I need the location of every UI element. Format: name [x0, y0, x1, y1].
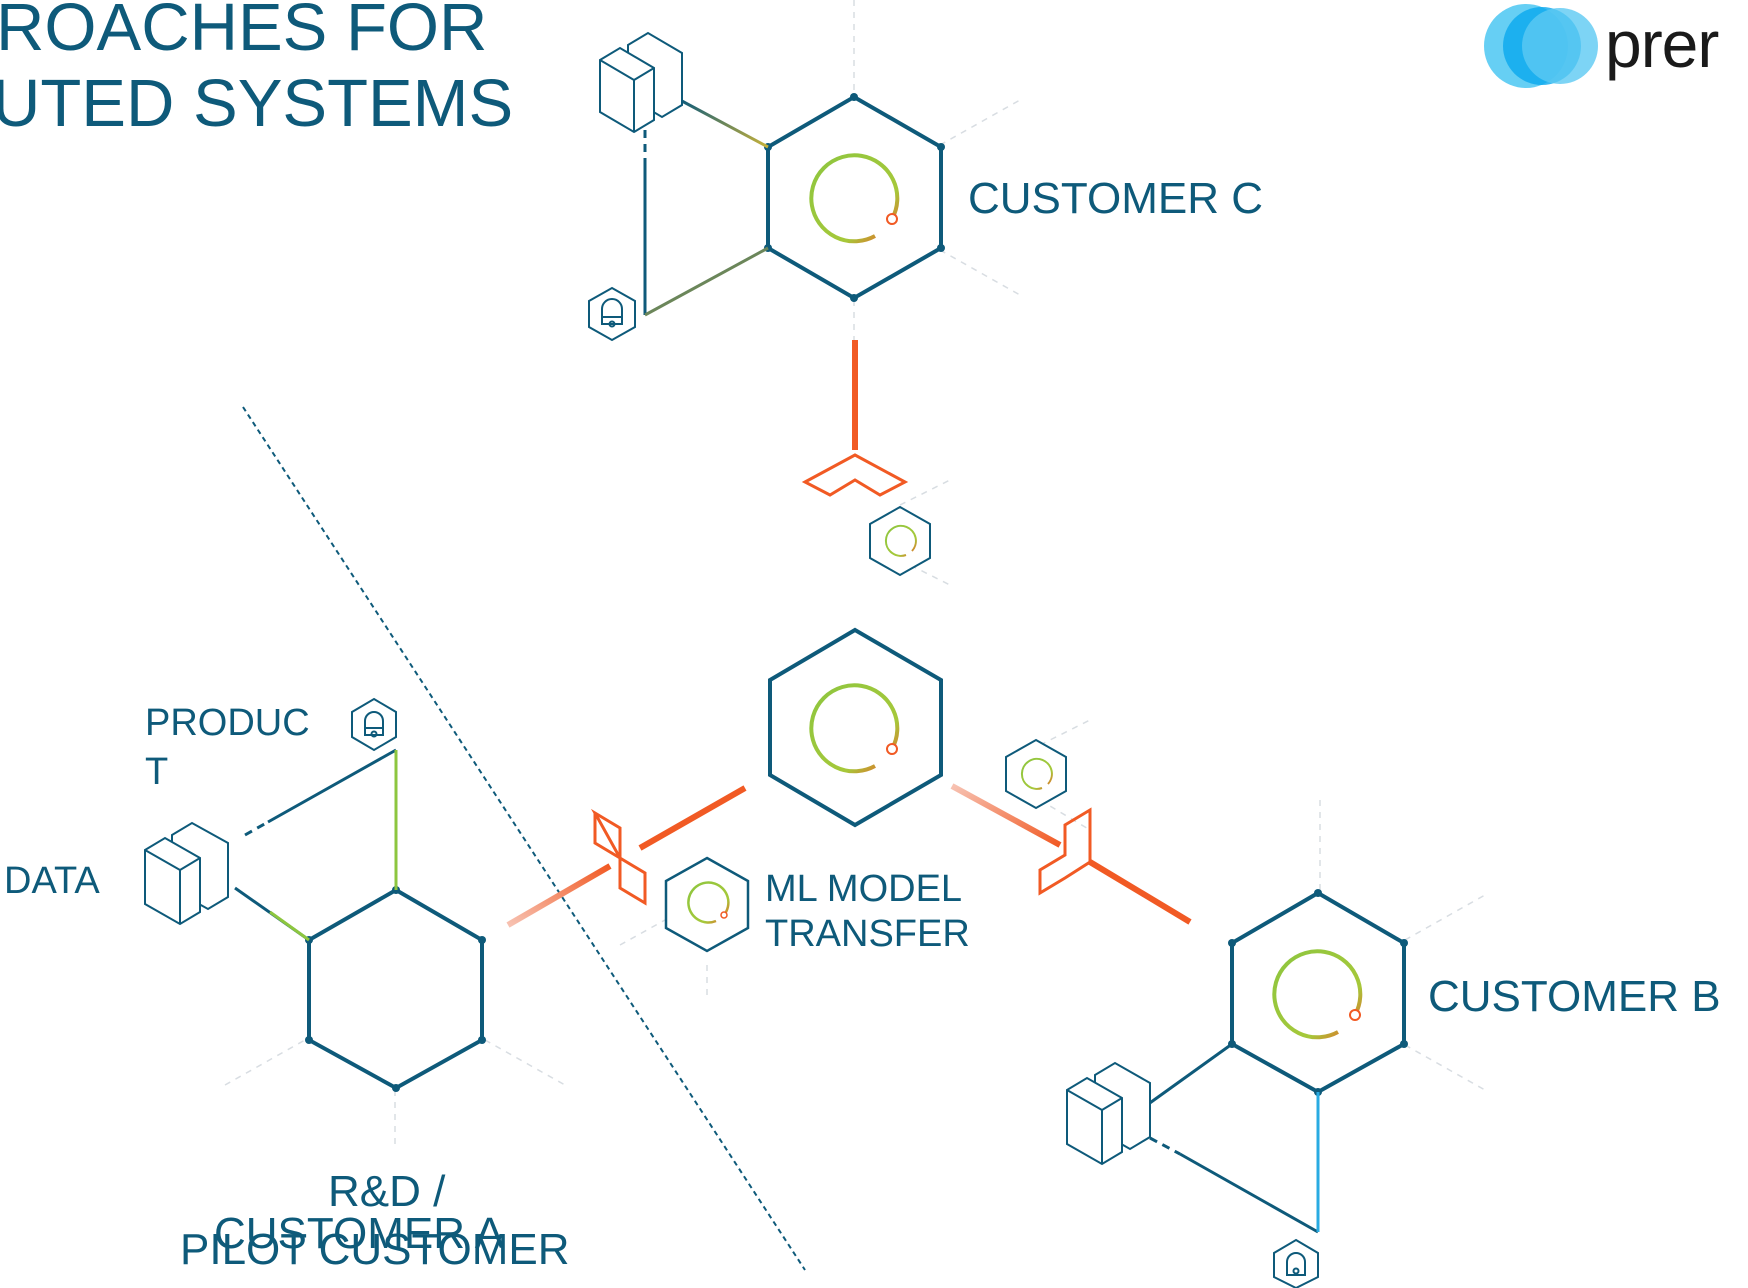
page-title-line-2: UTED SYSTEMS [0, 66, 514, 141]
customer-a-data-icon [144, 821, 229, 926]
background-guides [224, 0, 1486, 1150]
product-label-line-2: T [145, 751, 169, 793]
customer-b-links [1139, 1042, 1320, 1234]
ml-model-label-line-1: ML MODEL [765, 868, 963, 910]
status-ring-icon [809, 153, 900, 244]
customer-a-label: CUSTOMER A [214, 1209, 505, 1258]
ml-model-transfer-icon [664, 856, 750, 953]
model-hex-top [869, 505, 931, 577]
divider-line [242, 406, 806, 1271]
customer-c-node [764, 93, 945, 302]
customer-b-data-icon [1066, 1061, 1151, 1166]
customer-b-lock-icon [1273, 1238, 1319, 1288]
transfer-left [506, 785, 747, 928]
customer-a-node [305, 886, 486, 1092]
rnd-label: R&D / [328, 1167, 446, 1216]
transfer-right [950, 783, 1192, 925]
customer-c-data-icon [599, 31, 683, 134]
customer-c-links [643, 98, 769, 317]
customer-b-label: CUSTOMER B [1428, 972, 1721, 1021]
transfer-up [801, 340, 909, 615]
brand-logo-icon [1484, 4, 1598, 88]
ml-model-label-line-2: TRANSFER [765, 913, 970, 955]
customer-c-lock-icon [588, 286, 636, 342]
status-ring-icon [1272, 949, 1363, 1040]
product-label-line-1: PRODUC [145, 702, 310, 744]
customer-c-label: CUSTOMER C [968, 174, 1263, 223]
pilot-customer-label: PILOT CUSTOMER [180, 1225, 570, 1274]
central-node [768, 627, 943, 828]
data-label: DATA [4, 860, 100, 902]
page-title-line-1: ROACHES FOR [0, 0, 488, 65]
customer-b-node [1228, 889, 1408, 1096]
brand-wordmark: prer [1605, 7, 1719, 81]
status-ring-icon [809, 683, 900, 774]
model-hex-right [1005, 738, 1067, 810]
customer-a-links [234, 748, 398, 942]
product-lock-icon [351, 697, 397, 752]
